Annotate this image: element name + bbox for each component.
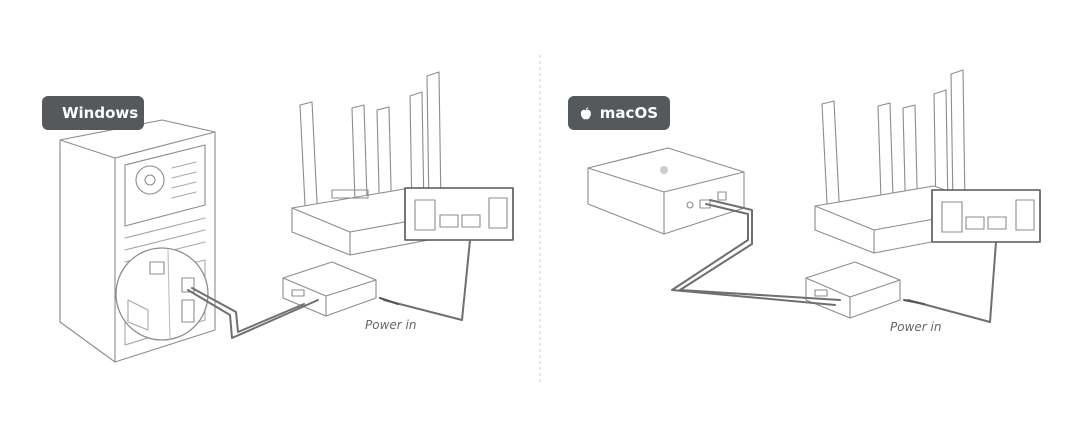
power-cable-mac xyxy=(903,299,925,305)
macos-badge: macOS xyxy=(568,96,670,130)
power-in-label-windows: Power in xyxy=(365,318,417,332)
power-in-label-mac: Power in xyxy=(890,320,942,334)
mac-mini xyxy=(587,147,745,235)
ethernet-cable-pc xyxy=(187,289,319,339)
travel-router-mac xyxy=(805,261,901,319)
windows-label: Windows xyxy=(62,104,139,122)
travel-router-windows xyxy=(282,261,377,317)
apple-logo-icon xyxy=(580,106,591,119)
ethernet-cable-mac xyxy=(671,203,836,306)
power-cable-windows xyxy=(379,297,399,305)
windows-badge: Windows xyxy=(42,96,144,130)
macos-label: macOS xyxy=(599,104,658,122)
port-zoom-circle xyxy=(115,247,209,341)
ethernet-cable-router-windows xyxy=(383,239,471,321)
router-port-zoom-windows xyxy=(404,187,514,241)
ethernet-cable-router-mac xyxy=(907,241,997,323)
router-port-zoom-mac xyxy=(931,189,1041,243)
